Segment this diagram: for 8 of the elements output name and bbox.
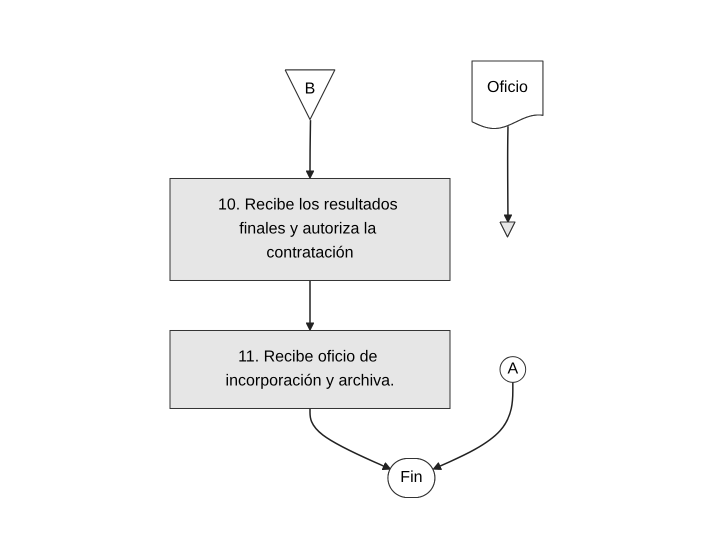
arrow (305, 280, 314, 331)
arrow (308, 408, 391, 470)
node-box: 10. Recibe los resultados finales y autoriza la contratación (169, 178, 450, 281)
arrow (503, 126, 512, 223)
node-circle: A (499, 356, 526, 383)
arrow (432, 382, 514, 470)
arrow (305, 120, 314, 179)
node-box: 11. Recibe oficio de incorporación y archiva. (169, 330, 450, 409)
